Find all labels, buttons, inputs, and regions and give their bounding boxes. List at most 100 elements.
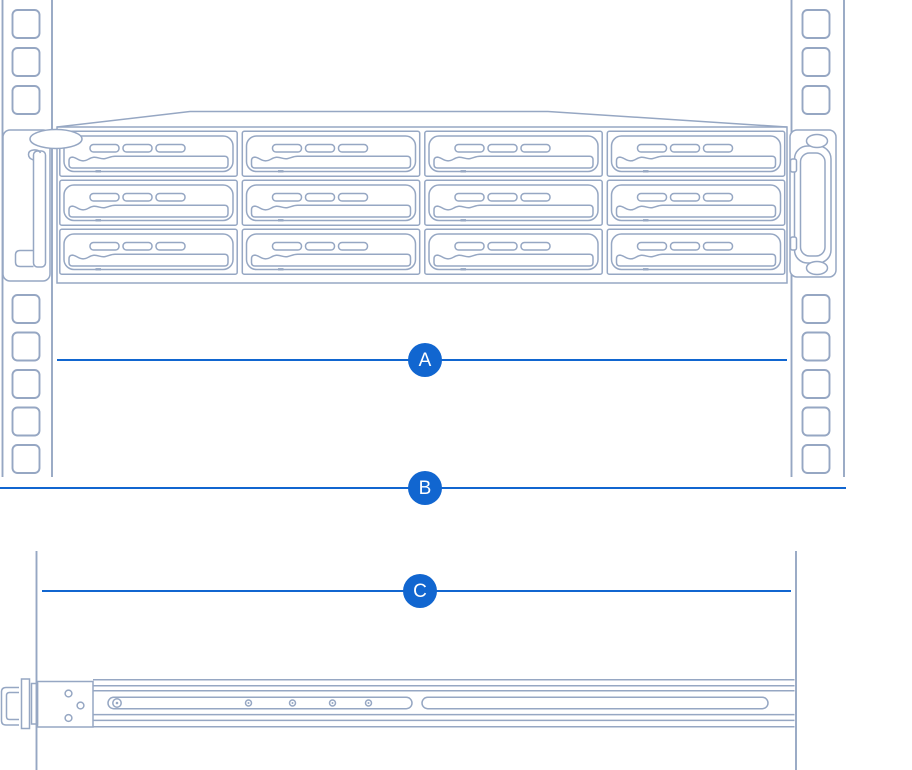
callout-marker-a: A [408,343,442,377]
post-hole [801,85,831,115]
drive-bay-cell [241,228,421,275]
tray-vent-slot [454,143,485,153]
drive-bay [59,228,238,275]
tray-vent-slot [337,192,369,202]
post-hole [11,47,41,77]
tray-handle [615,253,777,267]
drive-bay [59,130,238,177]
post-hole [801,406,831,437]
post-hole [11,406,41,437]
tray-vent-slot [155,192,186,202]
rail-mounting-plate [36,680,94,728]
callout-letter-c: C [413,580,427,602]
tray-vent-slot [487,241,518,251]
tray-vent-slot [155,143,186,153]
drive-bay-cell [59,228,238,275]
tray-indicator [95,219,101,222]
right-mounting-ear [789,129,837,278]
tray-handle [68,155,229,169]
tray-indicator [643,170,649,173]
ear-handle-curl [27,149,42,161]
tray-vent-slot [636,241,668,251]
post-hole [801,331,831,362]
tray-vent-slot [487,192,518,202]
tray-vent-slot [454,192,485,202]
drive-bay-cell [241,179,421,226]
tray-indicator [460,219,466,222]
tray-vent-slot [702,241,734,251]
callout-letter-a: A [418,349,432,371]
post-hole [11,294,41,324]
drive-bay-cell [606,130,786,177]
tray-vent-slot [454,241,485,251]
post-hole-group [801,9,831,474]
drive-bay-tray [63,135,234,173]
drive-bay-grid [59,130,786,275]
tray-vent-slot [122,241,153,251]
tray-vent-slot [304,143,336,153]
tray-handle [433,204,594,218]
drive-bay [241,179,421,226]
drive-bay [424,130,603,177]
drive-bay-cell [59,130,238,177]
drive-bay-tray [245,233,417,271]
tray-vent-slot [271,241,303,251]
nas-chassis [56,110,788,284]
drive-bay-cell [606,179,786,226]
drive-bay-cell [241,130,421,177]
post-hole [801,294,831,324]
tray-indicator [460,170,466,173]
post-hole [801,47,831,77]
drive-bay-cell [606,228,786,275]
post-hole [11,9,41,39]
drive-bay [606,130,786,177]
tray-vent-slot [702,143,734,153]
tray-indicator [460,268,466,271]
tray-indicator [643,219,649,222]
post-hole [801,444,831,474]
callout-letter-b: B [418,477,432,499]
drive-bay-cell [424,130,603,177]
tray-vent-slot [520,241,551,251]
tray-handle [433,155,594,169]
post-hole-group [11,9,41,474]
left-mounting-ear [2,128,83,282]
ear-latch-tab [789,236,798,251]
tray-handle [615,155,777,169]
drive-bay-tray [610,135,782,173]
rail-screw-hole [76,701,85,710]
tray-handle [250,155,412,169]
rail-body [93,679,795,728]
tray-vent-slot [122,192,153,202]
drive-bay [424,228,603,275]
rail-front-hook [0,686,19,726]
drive-bay [241,228,421,275]
tray-indicator [278,268,284,271]
tray-vent-slot [271,192,303,202]
rail-screw-hole [64,689,73,698]
slide-rail-assembly [0,678,795,730]
post-hole [11,85,41,115]
tray-vent-slot [304,192,336,202]
tray-indicator [278,170,284,173]
tray-vent-slot [89,192,120,202]
callout-marker-c: C [403,574,437,608]
tray-vent-slot [122,143,153,153]
tray-handle [615,204,777,218]
tray-vent-slot [520,143,551,153]
drive-bay-tray [63,184,234,222]
rail-front-hook-inner [5,691,19,721]
ear-latch-tab [789,158,798,173]
ear-handle-foot [14,249,34,268]
thumbscrew-ellipse [29,128,83,150]
drive-bay-tray [610,184,782,222]
tray-vent-slot [89,143,120,153]
tray-vent-slot [636,192,668,202]
drive-bay-tray [63,233,234,271]
tray-indicator [95,170,101,173]
drive-bay-cell [424,179,603,226]
tray-vent-slot [337,143,369,153]
drive-bay-tray [428,184,599,222]
tray-handle [433,253,594,267]
